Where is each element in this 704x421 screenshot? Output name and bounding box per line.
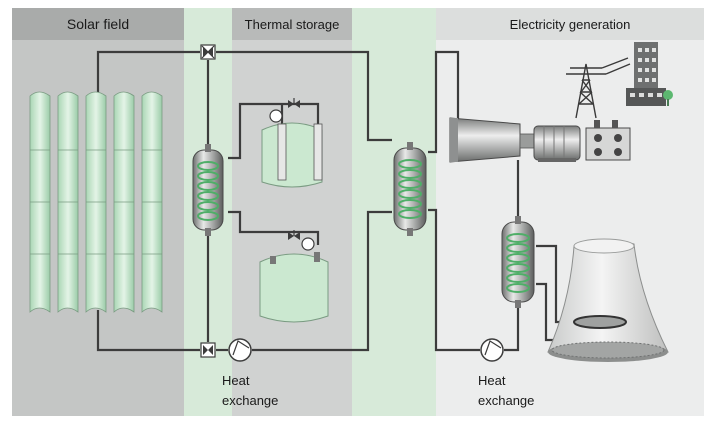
generator [533, 125, 581, 162]
cooling-tower-icon [547, 238, 669, 362]
hot-tank-pump-icon [269, 109, 283, 123]
cold-tank-pump-icon [301, 237, 315, 251]
feedwater-return [428, 208, 480, 352]
thermal-storage-zone [232, 8, 352, 416]
building-icon [626, 42, 666, 106]
valve-icon [200, 44, 216, 60]
main-supply-pipe [216, 50, 392, 142]
solar-panel-column-5 [141, 91, 163, 313]
solar-panel-array [29, 91, 163, 313]
transformer [585, 120, 631, 161]
electricity-generation-title: Electricity generation [510, 17, 631, 32]
solar-panel-column-2 [57, 91, 79, 313]
turbine-shaft [519, 133, 535, 149]
hot-storage-tank [261, 122, 323, 188]
tree-icon [663, 90, 673, 106]
pump-icon [228, 338, 252, 362]
solar-field-title: Solar field [67, 16, 129, 32]
heat-exchange-label-2a: Heat [478, 373, 506, 388]
cold-storage-tank [259, 252, 329, 323]
heat-exchange-label-1b: exchange [222, 393, 278, 408]
pump2-outlet [504, 296, 520, 352]
heat-exchange-label-1a: Heat [222, 373, 250, 388]
heat-exchanger-2 [393, 142, 427, 236]
solar-supply-pipe [96, 50, 200, 110]
cold-tank-valve-icon [288, 230, 300, 240]
thermal-storage-header [232, 8, 352, 40]
thermal-storage-title: Thermal storage [245, 17, 340, 32]
solar-panel-column-1 [29, 91, 51, 313]
steam-to-turbine [428, 50, 460, 154]
hot-tank-feed [228, 102, 290, 160]
pump-icon [480, 338, 504, 362]
cold-tank-feed [228, 210, 292, 234]
power-pylon-icon [566, 57, 631, 119]
heat-exchanger-3 [501, 216, 535, 308]
solar-return-pipe [96, 310, 200, 352]
electricity-generation-header [436, 8, 704, 40]
heat-exchanger-1 [192, 144, 224, 236]
solar-field-header [12, 8, 184, 40]
valve-icon [200, 342, 216, 358]
solar-panel-column-3 [85, 91, 107, 313]
steam-turbine [449, 117, 521, 163]
solar-panel-column-4 [113, 91, 135, 313]
main-return-pipe [252, 210, 392, 352]
heat-exchange-label-2b: exchange [478, 393, 534, 408]
hot-tank-valve-icon [288, 98, 300, 108]
cold-tank-inlet [292, 230, 320, 245]
